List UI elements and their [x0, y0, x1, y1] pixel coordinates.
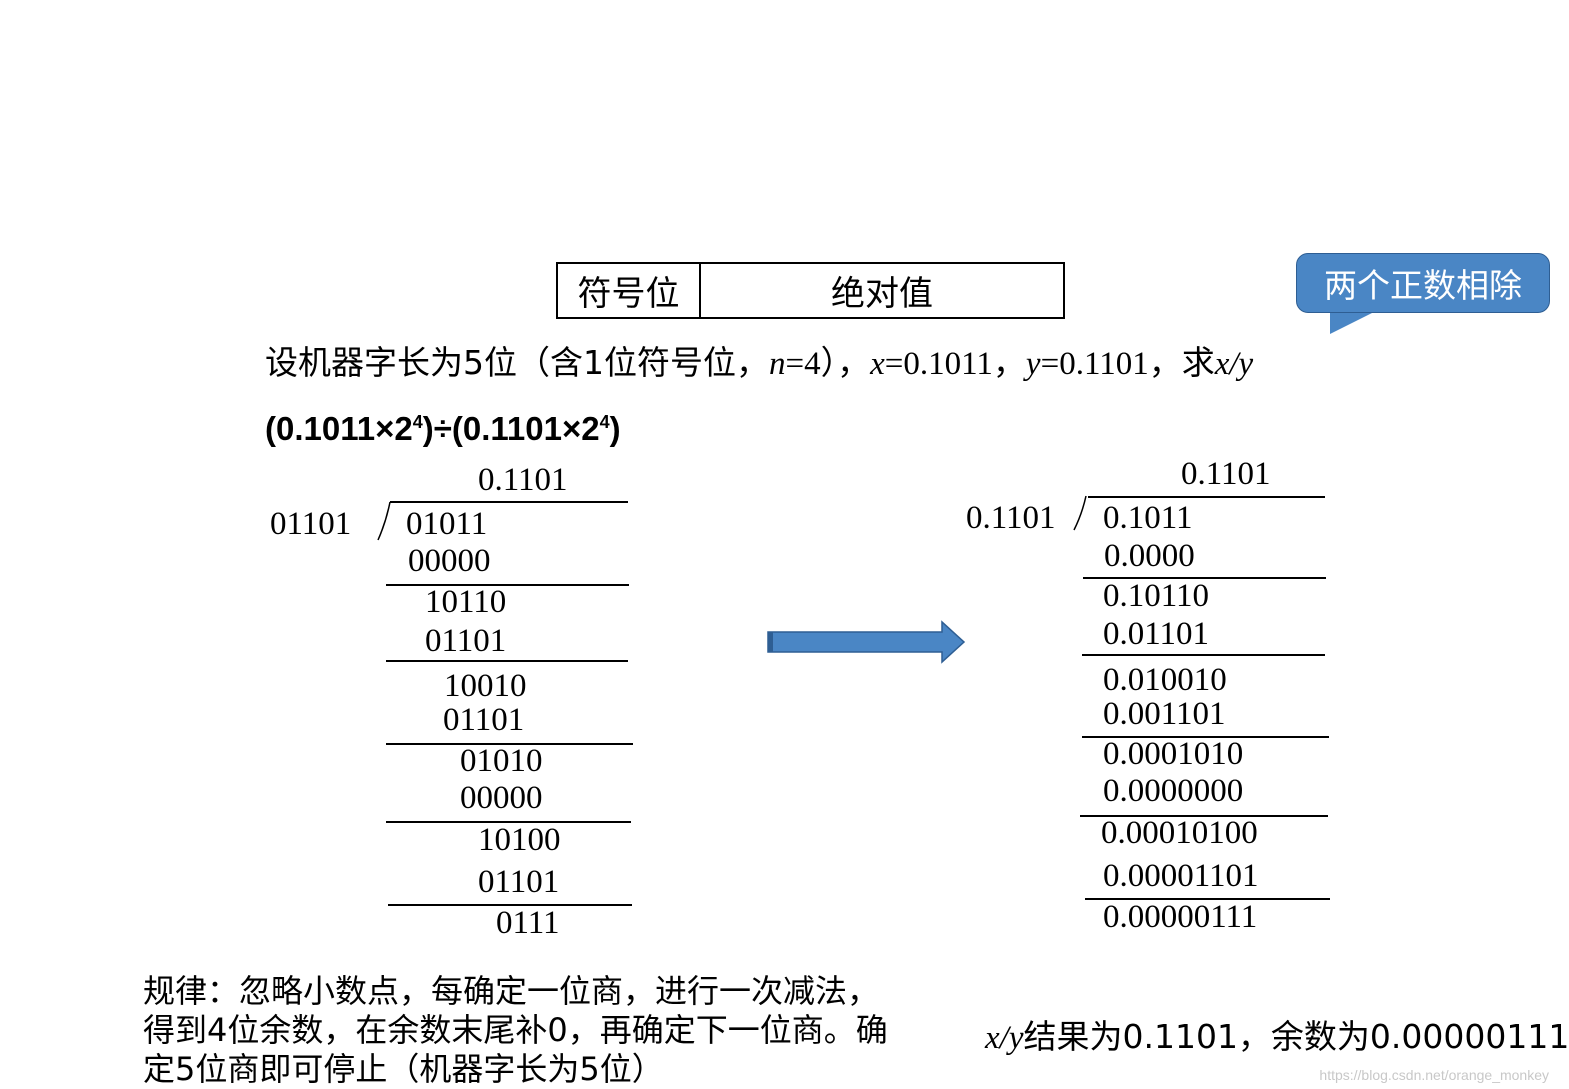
scaled-expression: (0.1011×24)÷(0.1101×24) [265, 410, 621, 448]
right-subtract-line [1082, 736, 1329, 738]
left-subtract-line [386, 743, 633, 745]
absolute-value-cell: 绝对值 [831, 274, 933, 314]
left-row: 10010 [444, 668, 527, 704]
problem-statement: 设机器字长为5位（含1位符号位，n=4），x=0.1011，y=0.1101，求… [265, 336, 1253, 384]
right-row: 0.001101 [1103, 696, 1226, 732]
right-quotient-line [1088, 496, 1325, 498]
right-row: 0.10110 [1103, 578, 1210, 614]
right-divisor: 0.1101 [966, 500, 1056, 536]
right-row: 0.010010 [1103, 662, 1227, 698]
right-subtract-line [1083, 577, 1326, 579]
left-remainder: 0111 [496, 905, 560, 941]
y-rest: =0.1101，求 [1040, 346, 1215, 382]
right-remainder: 0.00000111 [1103, 899, 1258, 935]
sign-bit-cell: 符号位 [558, 264, 701, 317]
right-division-bracket [1073, 495, 1087, 531]
expr-part3: ) [609, 410, 621, 447]
right-row: 0.00001101 [1103, 858, 1259, 894]
right-quotient: 0.1101 [1181, 456, 1271, 492]
expr-part2: )÷(0.1101×2 [422, 410, 600, 447]
left-row: 01010 [460, 743, 543, 779]
right-row: 0.0000 [1104, 538, 1195, 574]
left-quotient: 0.1101 [478, 462, 568, 498]
left-row: 01101 [425, 623, 507, 659]
right-subtract-line [1082, 654, 1325, 656]
expr-exp2: 4 [599, 412, 610, 432]
left-subtract-line [386, 821, 631, 823]
left-quotient-line [390, 501, 628, 503]
ask-expr: x/y [1214, 346, 1254, 382]
left-row: 00000 [408, 543, 491, 579]
left-subtract-line [388, 904, 632, 906]
right-subtract-line [1085, 898, 1330, 900]
x-var: x [870, 346, 885, 382]
left-division-bracket [377, 501, 391, 541]
right-row: 0.1011 [1103, 500, 1193, 536]
left-divisor: 01101 [270, 506, 352, 542]
result-var: x/y [985, 1020, 1024, 1056]
result-value: 结果为0.1101，余数为0.00000111 [1023, 1017, 1569, 1056]
left-row: 10110 [425, 584, 507, 620]
result-text: x/y结果为0.1101，余数为0.00000111 [985, 1010, 1569, 1058]
left-subtract-line [386, 584, 629, 586]
left-row: 01011 [406, 506, 488, 542]
left-row: 01101 [478, 864, 560, 900]
left-row: 01101 [443, 702, 525, 738]
right-arrow-icon [767, 620, 966, 664]
format-box: 符号位 绝对值 [556, 262, 1065, 319]
left-subtract-line [386, 660, 628, 662]
y-var: y [1025, 346, 1041, 382]
rule-text: 规律：忽略小数点，每确定一位商，进行一次减法，得到4位余数，在余数末尾补0，再确… [143, 972, 888, 1088]
watermark: https://blog.csdn.net/orange_monkey [1319, 1067, 1549, 1083]
problem-prefix: 设机器字长为5位（含1位符号位， [265, 343, 769, 382]
n-rest: =4）， [785, 346, 871, 382]
right-subtract-line [1080, 815, 1328, 817]
left-row: 10100 [478, 822, 561, 858]
expr-part1: (0.1011×2 [265, 410, 413, 447]
right-row: 0.01101 [1103, 616, 1210, 652]
x-rest: =0.1011， [884, 346, 1026, 382]
n-var: n [769, 346, 786, 382]
expr-exp1: 4 [412, 412, 423, 432]
callout-bubble: 两个正数相除 [1296, 253, 1550, 313]
right-row: 0.0000000 [1103, 773, 1244, 809]
left-row: 00000 [460, 780, 543, 816]
right-row: 0.0001010 [1103, 736, 1244, 772]
right-row: 0.00010100 [1101, 815, 1258, 851]
callout-tail [1330, 306, 1386, 334]
